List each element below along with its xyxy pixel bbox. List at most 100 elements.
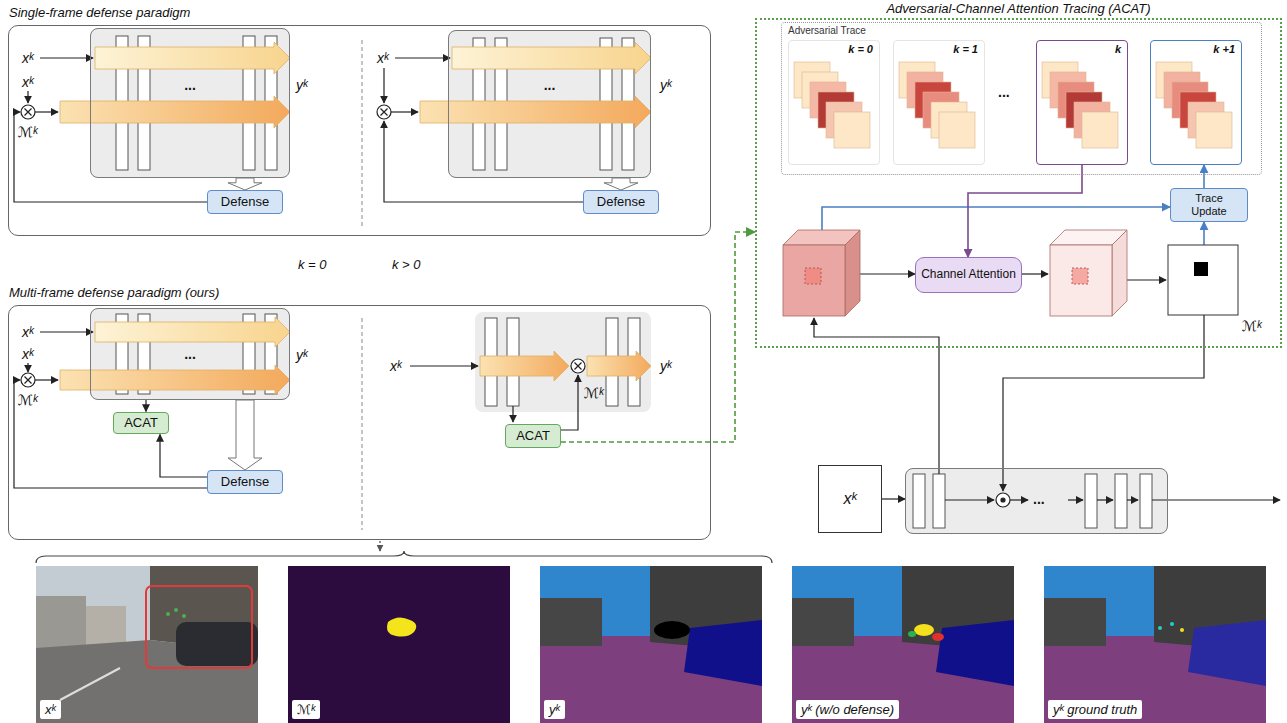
node-text: k +1 bbox=[1213, 43, 1235, 56]
label-box: yᵏ bbox=[296, 77, 307, 93]
divider-line bbox=[362, 40, 363, 226]
math-label: ... bbox=[998, 84, 1010, 100]
label-box: ℳᵏ bbox=[18, 392, 37, 408]
signal-arrow bbox=[1097, 499, 1113, 500]
node-text: Adversarial-Channel Attention Tracing (A… bbox=[757, 2, 1280, 17]
defense-box: Defense bbox=[583, 190, 659, 214]
feature-cube bbox=[805, 268, 821, 284]
signal-arrow bbox=[391, 111, 418, 112]
panel-box: Single-frame defense paradigm...Defense.… bbox=[8, 25, 711, 236]
multiply-symbol bbox=[571, 359, 585, 373]
feature-map-stack bbox=[939, 112, 975, 148]
scene-image bbox=[86, 606, 126, 646]
feature-map-stack bbox=[834, 112, 870, 148]
feature-map-stack bbox=[1196, 112, 1232, 148]
label-box: xᵏ bbox=[22, 50, 33, 66]
math-label: yᵏ ground truth bbox=[1053, 702, 1137, 717]
multiply-symbol bbox=[1001, 498, 1005, 502]
data-flow-arrow bbox=[60, 96, 290, 128]
node-text: xᵏ bbox=[843, 490, 856, 508]
connector bbox=[968, 165, 1082, 257]
node-text: ... bbox=[91, 346, 289, 362]
attention-box: Channel Attention bbox=[915, 257, 1022, 293]
node-text: Defense bbox=[597, 195, 645, 210]
segmentation-image bbox=[1044, 566, 1266, 723]
node-text: ... bbox=[91, 77, 289, 93]
node-text: Multi-frame defense paradigm (ours) bbox=[9, 286, 710, 301]
trace-frame: k bbox=[1036, 40, 1128, 165]
scene-image bbox=[36, 566, 258, 723]
multiply-symbol bbox=[575, 363, 582, 370]
scene-image bbox=[36, 596, 86, 648]
feature-map-stack bbox=[1082, 112, 1118, 148]
scene-image bbox=[166, 612, 170, 616]
feature-cube bbox=[845, 230, 860, 316]
data-flow-arrow bbox=[60, 42, 651, 395]
mask-map bbox=[1168, 245, 1238, 315]
math-label: ℳᵏ bbox=[18, 124, 37, 140]
signal-arrow bbox=[1127, 499, 1138, 500]
node-text: k bbox=[1115, 43, 1121, 56]
segmentation-image bbox=[932, 633, 944, 641]
multiply-symbol bbox=[996, 493, 1010, 507]
acat-box: ACAT bbox=[505, 424, 561, 448]
mask-map bbox=[1168, 245, 1238, 315]
trace-box: Adversarial Tracek = 0k = 1kk +1 bbox=[781, 22, 1262, 175]
multiply-symbol bbox=[21, 373, 35, 387]
network-box: ... bbox=[90, 308, 290, 400]
signal-arrow bbox=[384, 121, 583, 202]
label-box: xᵏ bbox=[390, 358, 401, 374]
signal-arrow bbox=[561, 375, 578, 430]
hollow-arrow bbox=[604, 178, 638, 190]
math-label: xᵏ bbox=[45, 702, 56, 717]
label-box: ... bbox=[998, 84, 1010, 100]
signal-arrow bbox=[14, 380, 207, 488]
math-label: xᵏ bbox=[390, 358, 401, 374]
segmentation-image bbox=[792, 598, 854, 646]
signal-arrow bbox=[1127, 279, 1166, 280]
scene-image bbox=[182, 614, 186, 618]
defense-box: Defense bbox=[207, 190, 283, 214]
trace-update-line bbox=[822, 207, 1204, 245]
math-label: yᵏ bbox=[549, 702, 560, 717]
bracket bbox=[379, 541, 380, 551]
math-label: yᵏ bbox=[660, 77, 671, 93]
segmentation-image bbox=[540, 598, 602, 646]
math-label: ℳᵏ bbox=[1242, 318, 1261, 334]
signal-arrow bbox=[860, 273, 915, 274]
label-box: yᵏ (w/o defense) bbox=[796, 700, 899, 719]
acat-box: ACAT bbox=[113, 412, 169, 435]
trace-frame: k = 1 bbox=[893, 40, 985, 165]
signal-arrow bbox=[1003, 315, 1204, 491]
segmentation-image bbox=[1170, 622, 1174, 626]
math-label: yᵏ bbox=[296, 347, 307, 363]
layer-bar bbox=[933, 474, 945, 528]
feature-cube bbox=[1072, 268, 1088, 284]
signal-arrow bbox=[1152, 499, 1280, 500]
segmentation-image bbox=[540, 566, 1266, 723]
label-box: xᵏ bbox=[22, 74, 33, 90]
segmentation-image bbox=[1044, 598, 1106, 646]
connector bbox=[882, 498, 905, 499]
segmentation-image bbox=[914, 624, 934, 636]
panel-box: Multi-frame defense paradigm (ours)...AC… bbox=[8, 305, 711, 540]
connector bbox=[145, 400, 146, 412]
math-label: xᵏ bbox=[22, 324, 33, 340]
node-text: ACAT bbox=[124, 416, 158, 431]
node-text: k = 0 bbox=[848, 43, 873, 56]
node-text: Defense bbox=[221, 195, 269, 210]
feature-cube bbox=[1112, 230, 1127, 316]
multiply-symbol bbox=[25, 109, 32, 116]
feature-map-stack bbox=[794, 62, 1232, 148]
segmentation-image bbox=[936, 620, 1014, 686]
data-flow-arrow bbox=[480, 351, 569, 381]
label-box: xᵏ bbox=[22, 346, 33, 362]
signal-arrow bbox=[35, 379, 58, 380]
signal-arrow bbox=[40, 331, 93, 332]
segmentation-image bbox=[540, 566, 762, 723]
feature-cube bbox=[783, 245, 845, 316]
scene-image bbox=[174, 608, 178, 612]
multiply-symbol bbox=[25, 377, 32, 384]
mask-image bbox=[387, 617, 416, 636]
